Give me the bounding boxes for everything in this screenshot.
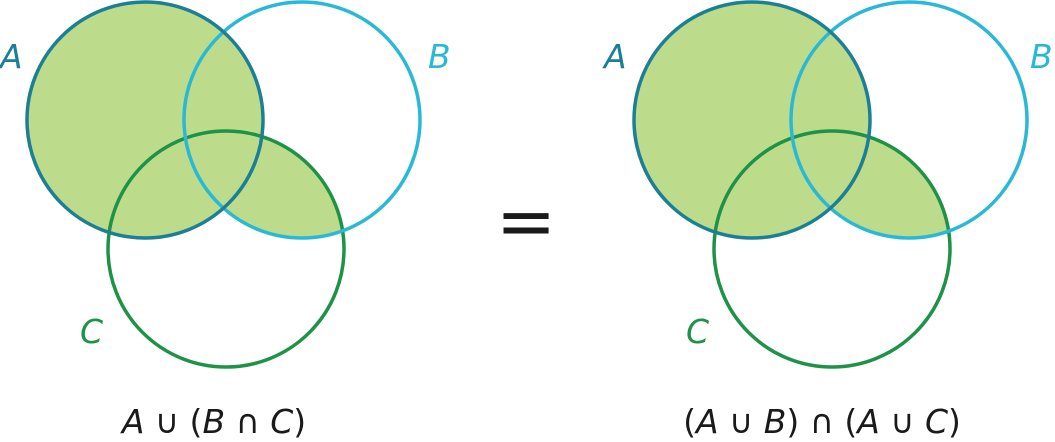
right-circle-c [712, 129, 952, 369]
caption-var: A [120, 402, 145, 441]
right-circle-a [632, 0, 872, 240]
caption-op: ) ∩ ( [786, 402, 857, 441]
caption-op: ∪ ( [144, 402, 202, 441]
equals-sign: = [496, 179, 556, 263]
right-label-a: A [602, 37, 627, 76]
left-circle-c [106, 129, 346, 369]
caption-var: C [270, 402, 293, 441]
caption-op: ∩ [225, 402, 270, 441]
caption-var: A [694, 402, 719, 441]
left-shade-b-and-c [184, 131, 344, 238]
right-label-c: C [686, 312, 709, 351]
caption-op: ) [293, 402, 306, 441]
left-label-b: B [428, 37, 451, 76]
right-caption: (A ∪ B) ∩ (A ∪ C) [683, 402, 961, 441]
left-circle-b [182, 0, 422, 240]
caption-op: ∪ [719, 402, 764, 441]
left-label-c: C [80, 312, 103, 351]
left-circle-a [25, 0, 265, 240]
right-shade-b-and-c [791, 131, 950, 238]
caption-op: ( [683, 402, 696, 441]
right-label-b: B [1030, 37, 1053, 76]
left-venn: A B C A ∪ (B ∩ C) [0, 0, 451, 441]
left-caption: A ∪ (B ∩ C) [120, 402, 306, 441]
right-venn: A B C (A ∪ B) ∩ (A ∪ C) [602, 0, 1053, 441]
right-circle-b [789, 0, 1029, 240]
caption-op: ) [948, 402, 961, 441]
left-label-a: A [0, 37, 23, 76]
caption-var: B [764, 402, 787, 441]
caption-var: C [925, 402, 948, 441]
caption-var: B [202, 402, 225, 441]
caption-var: A [855, 402, 880, 441]
caption-op: ∪ [880, 402, 925, 441]
